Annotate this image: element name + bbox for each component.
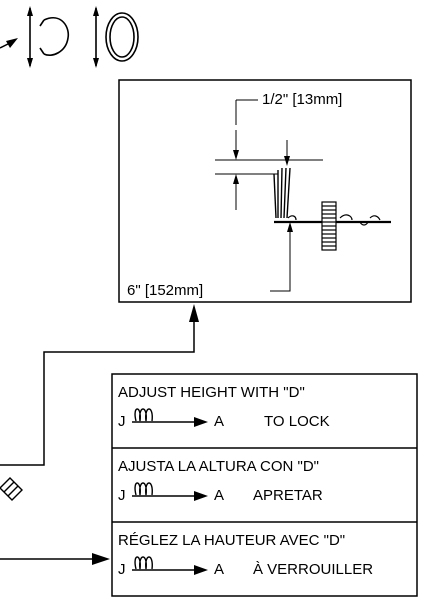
connector-line <box>0 320 195 466</box>
brush-strands-illustration <box>273 167 291 219</box>
partial-arrow-top-left <box>0 38 18 49</box>
detail-frame <box>118 79 412 303</box>
instruction-action-en: TO LOCK <box>264 413 330 430</box>
instruction-from-fr: J <box>118 561 126 578</box>
spring-arrow-row-1 <box>132 408 208 427</box>
dimension-bottom-label: 6" [152mm] <box>127 282 204 299</box>
instruction-to-fr: A <box>214 561 225 578</box>
instruction-heading-es: AJUSTA LA ALTURA CON "D" <box>118 458 319 475</box>
instruction-from-en: J <box>118 413 126 430</box>
spring-arrow-row-3 <box>132 556 208 575</box>
instruction-from-es: J <box>118 487 126 504</box>
instruction-action-fr: À VERROUILLER <box>253 561 374 578</box>
instruction-to-en: A <box>214 413 225 430</box>
instructions-table <box>111 373 418 597</box>
instruction-heading-fr: RÉGLEZ LA HAUTEUR AVEC "D" <box>118 532 346 549</box>
ribbed-roller-illustration <box>321 201 337 251</box>
instruction-heading-en: ADJUST HEIGHT WITH "D" <box>118 384 305 401</box>
spring-arrow-row-2 <box>132 482 208 501</box>
dimension-top-label: 1/2" [13mm] <box>262 91 343 108</box>
instruction-to-es: A <box>214 487 225 504</box>
rotation-closed-ring-icon <box>93 6 139 68</box>
rotation-open-ring-icon <box>27 6 70 68</box>
partial-tool-icon <box>0 477 23 501</box>
instruction-action-es: APRETAR <box>253 487 323 504</box>
